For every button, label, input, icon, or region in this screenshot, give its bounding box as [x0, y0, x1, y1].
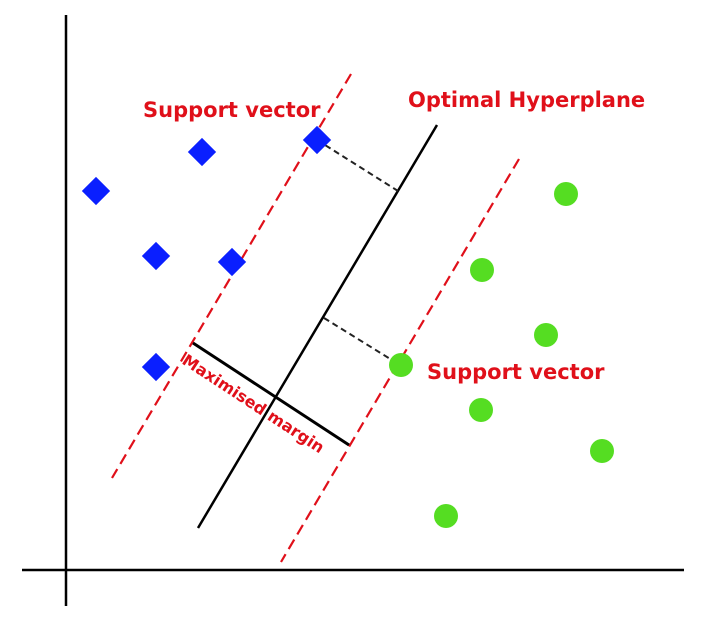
class-b-point [590, 439, 614, 463]
class-a-point [81, 176, 111, 206]
class-b-point [554, 182, 578, 206]
class-b-point [389, 353, 413, 377]
class-b-point [469, 398, 493, 422]
class-a-point [141, 241, 171, 271]
class-b-point [470, 258, 494, 282]
class-a-points [81, 125, 332, 382]
class-b-point [434, 504, 458, 528]
optimal-hyperplane-label: Optimal Hyperplane [408, 88, 645, 112]
optimal-hyperplane-line [196, 124, 439, 529]
class-b-points [389, 182, 614, 528]
lower-margin-line [280, 158, 520, 563]
maximised-margin-label: Maximised margin [179, 350, 328, 457]
maximised-margin-line [192, 341, 350, 447]
class-a-point [141, 352, 171, 382]
class-b-point [534, 323, 558, 347]
class-a-point [217, 247, 247, 277]
support-vector-label-top: Support vector [143, 98, 321, 122]
lower-distance-dash [323, 317, 401, 366]
upper-distance-dash [316, 139, 399, 192]
class-a-point [187, 137, 217, 167]
support-vector-label-bottom: Support vector [427, 360, 605, 384]
